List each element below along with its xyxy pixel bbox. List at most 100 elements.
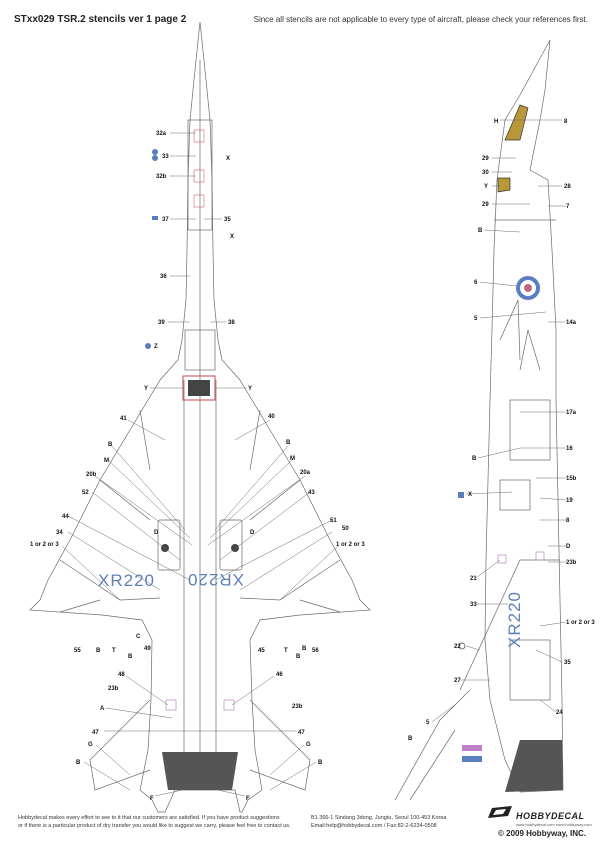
callout-label: 46 (276, 672, 283, 678)
callout-label: 50 (342, 526, 349, 532)
callout-label: 15b (566, 476, 577, 482)
callout-label: M (104, 458, 109, 464)
callout-label: 28 (564, 184, 571, 190)
callout-label: 20b (86, 472, 97, 478)
callout-label: 32a (156, 131, 167, 137)
callout-label: 29 (482, 202, 489, 208)
callout-label: 1 or 2 or 3 (30, 542, 59, 548)
callout-label: 33 (470, 602, 477, 608)
plan-serial-left: XR220 (98, 571, 155, 590)
callout-label: 47 (298, 730, 305, 736)
side-view (394, 39, 567, 801)
footer-disclaimer-2: or if there is a particular product of d… (18, 823, 291, 829)
callout-label: B (408, 736, 413, 742)
callout-label: B (296, 654, 301, 660)
callout-label: 37 (162, 217, 169, 223)
callout-label: C (136, 634, 141, 640)
callout-label: T (284, 648, 288, 654)
callout-label: D (250, 530, 255, 536)
callout-label: 35 (224, 217, 231, 223)
callout-label: 52 (82, 490, 89, 496)
callout-label: 1 or 2 or 3 (566, 620, 595, 626)
brand-name: HOBBYDECAL (516, 811, 585, 821)
brand-url: www.hobbydecal.com www.hobbyway.com (516, 822, 592, 827)
callout-label: 5 (474, 316, 478, 322)
callout-label: 21 (470, 576, 477, 582)
callout-label: 45 (258, 648, 265, 654)
callout-label: Y (248, 386, 252, 392)
plan-view (29, 21, 371, 813)
callout-label: 38 (228, 320, 235, 326)
callout-label: X (468, 492, 472, 498)
callout-label: B (286, 440, 291, 446)
side-fuselage-outline (484, 39, 564, 793)
callout-label: T (112, 648, 116, 654)
callout-label: H (494, 119, 498, 125)
footer-address: B1 366-1 Sindang 3dong, Jungtu, Seoul 10… (311, 815, 447, 821)
callout-label: 22 (454, 644, 461, 650)
callout-label: 39 (158, 320, 165, 326)
callout-label: B (96, 648, 101, 654)
callout-label: Y (144, 386, 148, 392)
callout-label: B (108, 442, 113, 448)
callout-label: 36 (160, 274, 167, 280)
plan-callouts: 32a 33 32b X 37 35 X 36 39 38 Z Y Y 41 4… (30, 131, 365, 802)
callout-label: 14a (566, 320, 577, 326)
callout-label: G (88, 742, 93, 748)
side-canopy-rear (497, 177, 511, 193)
callout-label: 1 or 2 or 3 (336, 542, 365, 548)
reference-note: Since all stencils are not applicable to… (253, 15, 588, 24)
callout-label: 20a (300, 470, 311, 476)
callout-label: D (566, 544, 571, 550)
callout-label: B (318, 760, 323, 766)
callout-label: M (290, 456, 295, 462)
callout-label: 48 (118, 672, 125, 678)
callout-label: 56 (312, 648, 319, 654)
callout-label: 34 (56, 530, 63, 536)
callout-label: 29 (482, 156, 489, 162)
callout-label: 51 (330, 518, 337, 524)
callout-label: 16 (566, 446, 573, 452)
callout-label: 27 (454, 678, 461, 684)
side-flag (462, 745, 482, 751)
callout-label: 30 (482, 170, 489, 176)
side-canopy-front (504, 104, 529, 141)
callout-label: X (230, 234, 234, 240)
callout-label: 35 (564, 660, 571, 666)
callout-label: 33 (162, 154, 169, 160)
callout-label: 8 (564, 119, 568, 125)
callout-label: 23b (292, 704, 303, 710)
plan-exhaust-panel (162, 752, 238, 790)
callout-label: Z (154, 344, 158, 350)
side-serial: XR220 (505, 591, 524, 648)
callout-label: B (128, 654, 133, 660)
callout-label: D (154, 530, 159, 536)
callout-label: G (306, 742, 311, 748)
callout-label: 8 (566, 518, 570, 524)
callout-label: 5 (426, 720, 430, 726)
callout-label: 44 (62, 514, 69, 520)
callout-label: 24 (556, 710, 563, 716)
callout-label: 17a (566, 410, 577, 416)
sheet-title: STxx029 TSR.2 stencils ver 1 page 2 (14, 14, 187, 25)
copyright: © 2009 Hobbyway, INC. (498, 829, 586, 838)
callout-label: Y (484, 184, 488, 190)
callout-label: 55 (74, 648, 81, 654)
footer-disclaimer-1: Hobbydecal makes every effort to see to … (18, 815, 280, 821)
callout-label: 19 (566, 498, 573, 504)
callout-label: 40 (268, 414, 275, 420)
callout-label: B (472, 456, 477, 462)
callout-label: 32b (156, 174, 167, 180)
callout-label: 41 (120, 416, 127, 422)
callout-label: A (100, 706, 105, 712)
callout-label: B (478, 228, 483, 234)
hobbydecal-logo (488, 806, 512, 818)
callout-label: 6 (474, 280, 478, 286)
callout-label: F (150, 796, 154, 802)
callout-label: F (246, 796, 250, 802)
callout-label: X (226, 156, 230, 162)
callout-label: 47 (92, 730, 99, 736)
side-exhaust-panel (505, 740, 563, 792)
callout-label: B (302, 646, 307, 652)
